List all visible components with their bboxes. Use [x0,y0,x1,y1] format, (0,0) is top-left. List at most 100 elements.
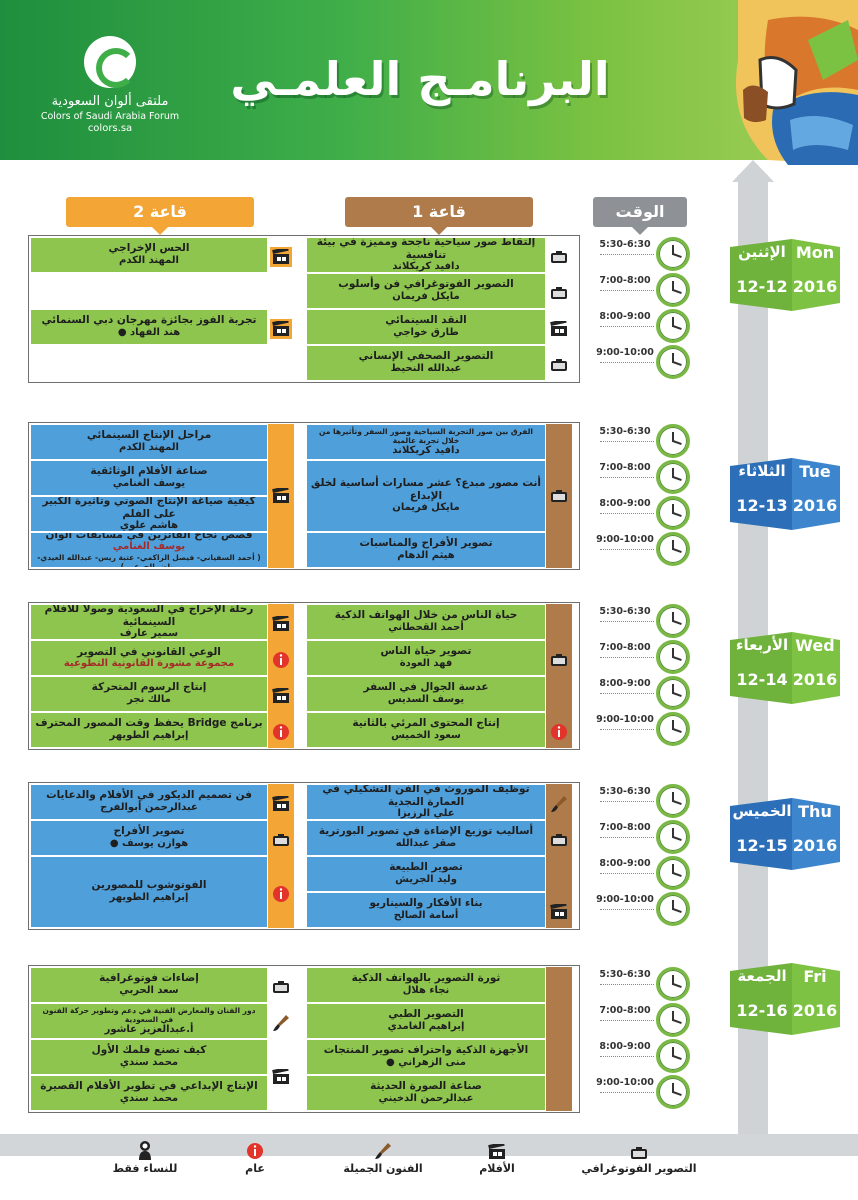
session-title: صناعة الصورة الحديثة [370,1080,482,1093]
session-cell[interactable]: التصوير الصحفي الإنساني عبدالله النحيط [306,345,546,381]
day-name-en: Mon [795,243,835,262]
session-title: قصص نجاح الفائزين في مسابقات ألوان [45,532,253,541]
session-title: تصوير حياة الناس [380,645,472,658]
session-cell[interactable]: بناء الأفكار والسيناريو أسامة الصالح [306,892,546,928]
session-cell[interactable]: الأجهزة الذكية واحتراف تصوير المنتجات من… [306,1039,546,1075]
session-speaker: المهند الكدم [119,255,179,267]
session-cell[interactable]: توظيف الموروث في الفن التشكيلي في العمار… [306,784,546,820]
day-tag-thursday: الخميس Thu 12-15 2016 [730,792,840,874]
session-speaker: عبدالرحمن الدخيني [378,1093,474,1105]
day-tag-tuesday: الثلاثاء Tue 12-13 2016 [730,452,840,534]
session-cell[interactable]: الفرق بين صور التجربة السياحية وصور السف… [306,424,546,460]
day-year: 2016 [792,1001,838,1020]
session-speaker: مايكل فريمان [392,291,460,303]
session-cell[interactable]: تصوير الأفراح والمناسبات هيثم الدهام [306,532,546,568]
session-cell[interactable]: صناعة الصورة الحديثة عبدالرحمن الدخيني [306,1075,546,1111]
time-label: 5:30-6:30 [599,969,651,980]
time-slot: 8:00-9:00 [596,309,706,345]
logo-name-en: Colors of Saudi Arabia Forum [40,111,180,122]
clock-icon [656,309,690,343]
time-label: 5:30-6:30 [599,606,651,617]
time-label: 9:00-10:00 [596,714,654,725]
brush-icon [318,1134,448,1160]
session-cell[interactable]: كيف تصنع فلمك الأول محمد سندي [30,1039,268,1075]
session-cell[interactable]: إنتاج الرسوم المتحركة مالك نجر [30,676,268,712]
session-cell[interactable]: إنتاج المحتوى المرئي بالثانية سعود الخمي… [306,712,546,748]
clock-icon [656,892,690,926]
hall1-icon-strip [546,967,572,1111]
day-year: 2016 [792,496,838,515]
session-speaker: دافيد كريكلاند [392,261,460,273]
time-label: 5:30-6:30 [599,426,651,437]
time-label: 7:00-8:00 [599,1005,651,1016]
session-title: ثورة التصوير بالهواتف الذكية [351,972,501,985]
session-speaker: إبراهيم الغامدي [387,1021,465,1033]
day-date: 12-15 [736,836,788,855]
session-title: الفرق بين صور التجربة السياحية وصور السف… [319,426,533,445]
session-title: برنامج Bridge يحفظ وقت المصور المحترف [35,717,263,730]
session-cell[interactable]: إضاءات فوتوغرافية سعد الحربي [30,967,268,1003]
clock-icon [656,532,690,566]
session-cell[interactable]: قصص نجاح الفائزين في مسابقات ألوان يوسف … [30,532,268,568]
clock-icon [656,345,690,379]
brush-icon [270,1013,292,1033]
session-title: إنتاج المحتوى المرئي بالثانية [352,717,500,730]
session-cell[interactable]: تصوير الأفراح هوازن يوسف ● [30,820,268,856]
session-cell[interactable]: الحس الإخراجي المهند الكدم [30,237,268,273]
clock-icon [656,640,690,674]
time-label: 8:00-9:00 [599,311,651,322]
session-title: الحس الإخراجي [108,242,190,255]
session-cell[interactable]: ثورة التصوير بالهواتف الذكية نجاء هلال [306,967,546,1003]
session-title: رحلة الإخراج في السعودية وصولاً للأفلام … [44,604,254,628]
session-cell[interactable]: تصوير الطبيعة وليد الجريش [306,856,546,892]
session-cell[interactable]: الإنتاج الإبداعي في تطوير الأفلام القصير… [30,1075,268,1111]
time-label: 7:00-8:00 [599,822,651,833]
session-cell[interactable]: مراحل الإنتاج السينمائي المهند الكدم [30,424,268,460]
session-cell[interactable]: صناعة الأفلام الوثائقية يوسف الغنامي [30,460,268,496]
day-name-en: Fri [803,967,827,986]
session-title: تصوير الأفراح والمناسبات [359,537,493,550]
logo-url[interactable]: colors.sa [87,123,133,134]
session-cell[interactable]: فن تصميم الديكور في الأفلام والدعايات عب… [30,784,268,820]
session-cell[interactable]: دور الفنان والمعارض الفنية في دعم وتطوير… [30,1003,268,1039]
session-speaker: سمير عارف [119,628,179,640]
session-cell[interactable]: النقد السينمائي طارق خواجي [306,309,546,345]
session-cell[interactable]: برنامج Bridge يحفظ وقت المصور المحترف إب… [30,712,268,748]
session-cell[interactable]: كيفية صياغة الإنتاج الصوتي وتأثيرة الكبي… [30,496,268,532]
session-speaker: أسامة الصالح [393,910,459,922]
session-cell[interactable]: الفوتوشوب للمصورين إبراهيم الطويهر [30,856,268,928]
session-speaker: سعد الحربي [119,985,179,997]
session-title: عدسة الجوال في السفر [363,681,489,694]
time-label: 9:00-10:00 [596,534,654,545]
session-speaker: يوسف السديس [387,694,465,706]
session-cell[interactable]: حياة الناس من خلال الهواتف الذكية أحمد ا… [306,604,546,640]
session-title: توظيف الموروث في الفن التشكيلي في العمار… [322,784,530,808]
session-cell[interactable]: رحلة الإخراج في السعودية وصولاً للأفلام … [30,604,268,640]
session-speaker: علي الرزيزا [397,808,455,820]
women-only-icon [80,1134,210,1160]
clapper-icon [270,794,292,814]
session-cell[interactable]: تصوير حياة الناس فهد العودة [306,640,546,676]
session-cell[interactable]: أنت مصور مبدع؟ عشر مسارات أساسية لخلق ال… [306,460,546,532]
session-cell[interactable]: إلتقاط صور سياحية ناجحة ومميزة في بيئة ت… [306,237,546,273]
time-slot: 7:00-8:00 [596,1003,706,1039]
time-label: 8:00-9:00 [599,858,651,869]
clock-icon [656,820,690,854]
session-cell[interactable]: التصوير الطبي إبراهيم الغامدي [306,1003,546,1039]
hall1-icon-strip [546,784,572,928]
time-label: 8:00-9:00 [599,678,651,689]
legend-item-photography: التصوير الفوتوغرافي [574,1134,704,1175]
session-cell[interactable]: تجربة الفوز بجائزة مهرجان دبي السنمائي ه… [30,309,268,345]
hall2-icon-strip [268,424,294,568]
legend-item-general: عام [190,1134,320,1175]
clapper-icon [270,614,292,634]
clapper-icon [548,902,570,922]
session-cell[interactable]: الوعي القانوني في التصوير مجموعة مشورة ا… [30,640,268,676]
clapper-icon [270,319,292,339]
session-title: التصوير الطبي [388,1008,464,1021]
session-speaker: طارق خواجي [393,327,459,339]
time-slot: 5:30-6:30 [596,967,706,1003]
session-cell[interactable]: أساليب توزيع الإضاءة في تصوير البورترية … [306,820,546,856]
session-cell[interactable]: التصوير الفوتوغرافي فن وأسلوب مايكل فريم… [306,273,546,309]
session-cell[interactable]: عدسة الجوال في السفر يوسف السديس [306,676,546,712]
